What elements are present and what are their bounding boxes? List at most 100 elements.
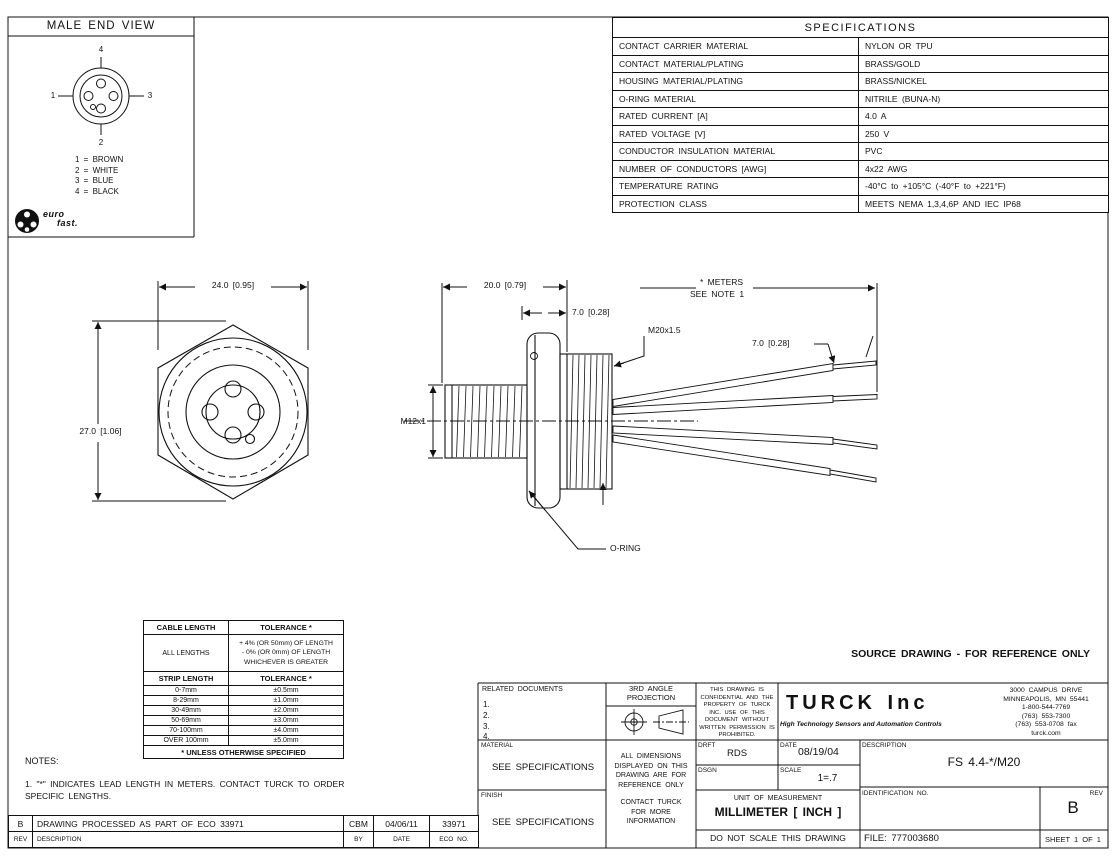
contact-note: INFORMATION bbox=[626, 818, 676, 825]
wire-legend-item: 4 = BLACK bbox=[75, 186, 119, 196]
strip-range: 8-29mm bbox=[143, 695, 229, 706]
pin-label-top: 4 bbox=[98, 45, 104, 54]
strip-range: 30-49mm bbox=[143, 705, 229, 716]
spec-label: CONTACT MATERIAL/PLATING bbox=[612, 54, 859, 73]
related-document-item: 3. bbox=[483, 722, 490, 731]
contact-note: FOR MORE bbox=[631, 808, 671, 816]
spec-value: 4.0 A bbox=[858, 107, 1109, 126]
spec-value: PVC bbox=[858, 142, 1109, 161]
finish-value: SEE SPECIFICATIONS bbox=[491, 817, 595, 828]
thread-m20-label: M20x1.5 bbox=[648, 325, 681, 335]
meters-note-label: * METERS bbox=[700, 277, 744, 287]
identification-label: IDENTIFICATION NO. bbox=[862, 790, 929, 797]
sheet-number: SHEET 1 OF 1 bbox=[1045, 835, 1101, 844]
source-drawing-note: SOURCE DRAWING - FOR REFERENCE ONLY bbox=[851, 648, 1090, 660]
confidential-text: CONFIDENTIAL AND THE bbox=[700, 694, 774, 701]
strip-tol: ±3.0mm bbox=[228, 715, 344, 726]
page-border bbox=[7, 16, 1109, 849]
spec-value: 4x22 AWG bbox=[858, 159, 1109, 178]
date-label: DATE bbox=[780, 742, 797, 749]
strip-range: OVER 100mm bbox=[143, 735, 229, 746]
dim-strip-label: 7.0 [0.28] bbox=[752, 338, 790, 348]
tol-cable-value-line: WHICHEVER IS GREATER bbox=[243, 658, 329, 666]
spec-value: 250 V bbox=[858, 124, 1109, 143]
tol-header: TOLERANCE * bbox=[228, 671, 344, 686]
turck-tagline: High Technology Sensors and Automation C… bbox=[780, 721, 942, 728]
side-view-dimensions bbox=[428, 280, 878, 550]
tol-cable-value-line: + 4% (OR 50mm) OF LENGTH bbox=[239, 640, 333, 648]
third-angle-projection-icon bbox=[621, 709, 689, 735]
strip-tol: ±0.5mm bbox=[228, 685, 344, 696]
confidential-text: THIS DRAWING IS bbox=[710, 687, 764, 693]
spec-value: NYLON OR TPU bbox=[858, 37, 1109, 56]
rev-entry-rev: B bbox=[8, 815, 33, 832]
material-value: SEE SPECIFICATIONS bbox=[491, 762, 595, 773]
strip-tol: ±1.0mm bbox=[228, 695, 344, 706]
front-view bbox=[157, 324, 309, 500]
dsgn-label: DSGN bbox=[698, 767, 717, 774]
dim-height-label: 27.0 [1.06] bbox=[53, 426, 148, 437]
dimensions-note: DRAWING ARE FOR bbox=[615, 772, 687, 779]
rev-entry-description: DRAWING PROCESSED AS PART OF ECO 33971 bbox=[32, 815, 344, 832]
drft-label: DRFT bbox=[698, 742, 716, 749]
file-number: FILE: 777003680 bbox=[864, 833, 939, 844]
eurofast-logo-text: fast. bbox=[57, 218, 79, 228]
turck-address-line: (763) 553-7300 bbox=[1021, 712, 1071, 720]
tol-cable-value: + 4% (OR 50mm) OF LENGTH - 0% (OR 0mm) O… bbox=[228, 634, 344, 672]
related-document-item: 1. bbox=[483, 700, 490, 709]
strip-range: 50-69mm bbox=[143, 715, 229, 726]
thread-m12-label: M12x1 bbox=[400, 416, 426, 426]
male-end-view-title: MALE END VIEW bbox=[46, 20, 156, 32]
dimensions-note: ALL DIMENSIONS bbox=[620, 753, 682, 760]
tol-header: TOLERANCE * bbox=[228, 620, 344, 635]
note-1-cont: SPECIFIC LENGTHS. bbox=[25, 790, 112, 801]
related-document-item: 2. bbox=[483, 711, 490, 720]
tol-cable-value-line: - 0% (OR 0mm) OF LENGTH bbox=[241, 649, 331, 657]
spec-label: PROTECTION CLASS bbox=[612, 194, 859, 213]
pin-label-bottom: 2 bbox=[98, 138, 104, 147]
dimensions-note: REFERENCE ONLY bbox=[618, 781, 684, 789]
m20-threads bbox=[569, 354, 610, 489]
rev-header-rev: REV bbox=[8, 831, 33, 848]
rev-value: B bbox=[1067, 798, 1079, 817]
rev-header-eco: ECO NO. bbox=[429, 831, 479, 848]
spec-label: CONDUCTOR INSULATION MATERIAL bbox=[612, 142, 859, 161]
rev-header-date: DATE bbox=[373, 831, 430, 848]
strip-range: 70-100mm bbox=[143, 725, 229, 736]
m12-threads bbox=[456, 385, 523, 458]
turck-address-line: turck.com bbox=[1031, 730, 1061, 737]
tol-footnote: * UNLESS OTHERWISE SPECIFIED bbox=[143, 745, 344, 759]
rev-header-description: DESCRIPTION bbox=[32, 831, 344, 848]
wires bbox=[612, 360, 878, 483]
projection-label: PROJECTION bbox=[626, 693, 676, 702]
unit-label: UNIT OF MEASUREMENT bbox=[733, 795, 823, 802]
rev-header-by: BY bbox=[343, 831, 374, 848]
tol-header: STRIP LENGTH bbox=[143, 671, 229, 686]
turck-address-line: MINNEAPOLIS, MN 55441 bbox=[1003, 695, 1089, 703]
wire-legend-item: 1 = BROWN bbox=[75, 155, 124, 164]
confidential-text: PROHIBITED. bbox=[718, 732, 756, 738]
confidential-text: PROPERTY OF TURCK bbox=[703, 702, 771, 708]
rev-entry-eco: 33971 bbox=[429, 815, 479, 832]
turck-address-line: 3000 CAMPUS DRIVE bbox=[1009, 687, 1083, 694]
confidential-text: WRITTEN PERMISSION IS bbox=[699, 724, 775, 731]
side-view bbox=[404, 332, 698, 509]
turck-address-line: (763) 553-0708 fax bbox=[1015, 721, 1077, 729]
do-not-scale-note: DO NOT SCALE THIS DRAWING bbox=[710, 833, 846, 843]
pin-label-right: 3 bbox=[147, 91, 153, 100]
spec-label: O-RING MATERIAL bbox=[612, 89, 859, 108]
dimensions-note: DISPLAYED ON THIS bbox=[614, 762, 688, 770]
strip-tol: ±5.0mm bbox=[228, 735, 344, 746]
spec-value: -40°C to +105°C (-40°F to +221°F) bbox=[858, 177, 1109, 196]
spec-label: TEMPERATURE RATING bbox=[612, 177, 859, 196]
related-documents-label: RELATED DOCUMENTS bbox=[482, 686, 563, 693]
eurofast-logo-text: euro bbox=[43, 209, 65, 219]
spec-value: NITRILE (BUNA-N) bbox=[858, 89, 1109, 108]
rev-label: REV bbox=[1089, 790, 1103, 797]
title-block-grid bbox=[477, 682, 1108, 848]
tol-cable-label: ALL LENGTHS bbox=[143, 634, 229, 672]
front-view-dimensions bbox=[92, 281, 309, 502]
